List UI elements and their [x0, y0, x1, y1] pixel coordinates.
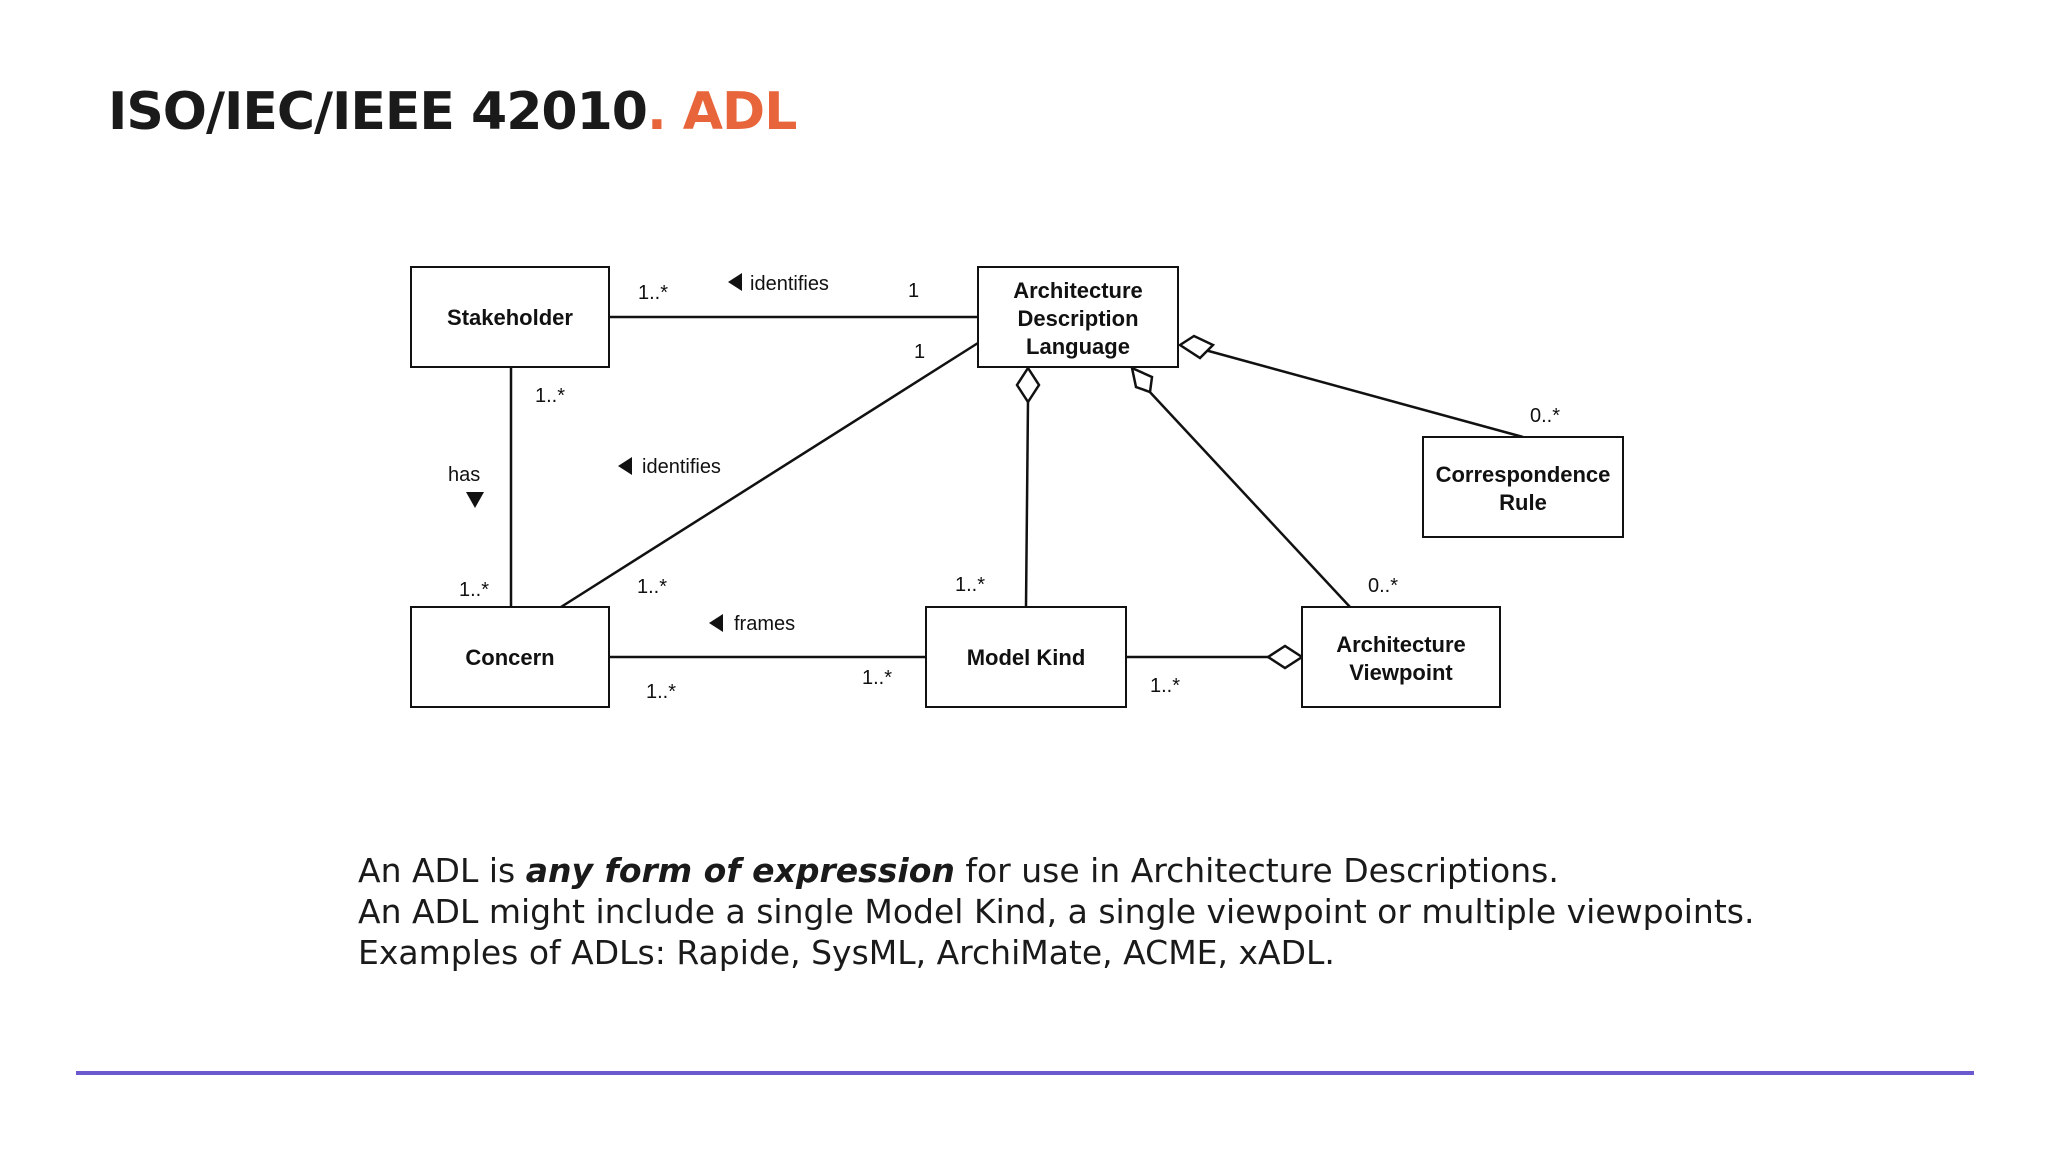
- caption-line-1-after: for use in Architecture Descriptions.: [954, 851, 1559, 890]
- class-name-line: Stakeholder: [447, 305, 573, 330]
- direction-arrow-concern-adl: [618, 457, 632, 475]
- label-identifies-concern: identifies: [642, 456, 721, 478]
- class-name-line: Architecture: [1013, 278, 1143, 303]
- multiplicity: 1..*: [1150, 675, 1180, 697]
- multiplicity: 1..*: [535, 385, 565, 407]
- multiplicity: 1: [914, 341, 925, 363]
- label-identifies-stakeholder: identifies: [750, 273, 829, 295]
- class-model-kind: Model Kind: [925, 606, 1127, 708]
- class-name-line: Concern: [465, 645, 554, 670]
- multiplicity: 1..*: [862, 667, 892, 689]
- aggregation-diamond-viewpoint-modelkind: [1265, 644, 1305, 670]
- multiplicity: 1..*: [637, 576, 667, 598]
- caption-line-1-before: An ADL is: [358, 851, 526, 890]
- class-adl: Architecture Description Language: [977, 266, 1179, 368]
- title-main: ISO/IEC/IEEE 42010: [108, 82, 648, 142]
- aggregation-diamond-correspondence: [1177, 334, 1216, 360]
- bottom-rule: [76, 1071, 1974, 1075]
- multiplicity: 1..*: [638, 282, 668, 304]
- edge-adl-modelkind: [1024, 399, 1030, 608]
- caption-line-1: An ADL is any form of expression for use…: [358, 850, 1958, 891]
- class-name-line: Architecture: [1336, 632, 1466, 657]
- multiplicity: 0..*: [1530, 405, 1560, 427]
- label-has: has: [448, 464, 480, 486]
- direction-arrow-has: [466, 492, 484, 508]
- direction-arrow-stakeholder-adl: [728, 273, 742, 291]
- class-name-line: Language: [1026, 334, 1130, 359]
- aggregation-diamond-modelkind: [1015, 365, 1041, 405]
- class-correspondence-rule: Correspondence Rule: [1422, 436, 1624, 538]
- label-frames: frames: [734, 613, 795, 635]
- caption: An ADL is any form of expression for use…: [358, 850, 1958, 973]
- multiplicity: 1: [908, 280, 919, 302]
- class-name-line: Description: [1017, 306, 1138, 331]
- class-concern: Concern: [410, 606, 610, 708]
- caption-line-3: Examples of ADLs: Rapide, SysML, ArchiMa…: [358, 933, 1335, 972]
- class-architecture-viewpoint: Architecture Viewpoint: [1301, 606, 1501, 708]
- edge-adl-viewpoint: [1147, 389, 1351, 608]
- class-stakeholder: Stakeholder: [410, 266, 610, 368]
- multiplicity: 1..*: [646, 681, 676, 703]
- slide-title: ISO/IEC/IEEE 42010. ADL: [108, 82, 797, 142]
- multiplicity: 1..*: [459, 579, 489, 601]
- title-accent: . ADL: [646, 82, 797, 142]
- direction-arrow-frames: [709, 614, 723, 632]
- class-name-line: Model Kind: [967, 645, 1086, 670]
- multiplicity: 0..*: [1368, 575, 1398, 597]
- aggregation-diamond-viewpoint: [1130, 365, 1154, 394]
- multiplicity: 1..*: [955, 574, 985, 596]
- class-name-line: Correspondence: [1436, 462, 1611, 487]
- caption-line-2: An ADL might include a single Model Kind…: [358, 892, 1755, 931]
- caption-emphasis: any form of expression: [525, 851, 955, 890]
- class-name-line: Rule: [1499, 490, 1547, 515]
- class-name-line: Viewpoint: [1349, 660, 1453, 685]
- edge-adl-correspondence: [1204, 348, 1524, 439]
- edge-concern-adl: [560, 341, 979, 609]
